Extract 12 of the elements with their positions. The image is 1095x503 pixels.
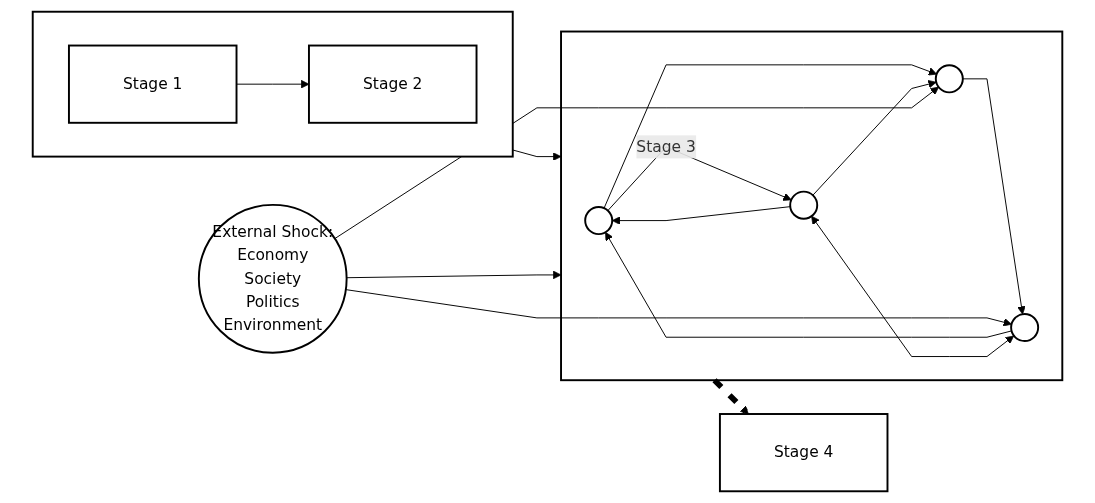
node-circle <box>584 206 614 236</box>
node-circle <box>1010 313 1040 343</box>
node-circle: External Shock: Economy Society Politics Environment <box>197 203 348 354</box>
cluster <box>560 30 1064 382</box>
node-circle <box>934 64 964 94</box>
cluster <box>31 10 514 158</box>
node-box: Stage 1 <box>67 44 238 124</box>
node-box: Stage 2 <box>307 44 478 124</box>
arrow <box>712 378 749 415</box>
node-circle <box>789 190 819 220</box>
edge-label: Stage 3 <box>636 137 696 156</box>
node-box: Stage 4 <box>718 413 889 493</box>
